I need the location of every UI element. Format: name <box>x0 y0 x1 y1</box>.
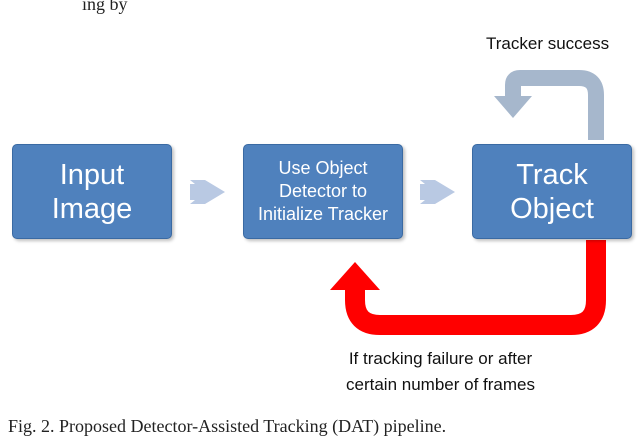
track-object-label: Track Object <box>510 158 594 225</box>
chevron-arrow-1 <box>190 180 225 204</box>
figure-caption: Fig. 2. Proposed Detector-Assisted Track… <box>8 416 447 436</box>
input-image-label: Input Image <box>51 158 133 225</box>
failure-note-line-2: certain number of frames <box>346 375 535 394</box>
tracker-success-note: Tracker success <box>486 34 610 53</box>
diagram-arrows <box>190 70 606 335</box>
track-object-box: Track Object <box>472 144 632 239</box>
tracking-failure-note: If tracking failure or after certain num… <box>346 346 535 398</box>
chevron-arrow-2 <box>420 180 455 204</box>
failure-note-line-1: If tracking failure or after <box>348 349 533 368</box>
top-caption-fragment: ing by <box>82 0 128 14</box>
success-loop-arrow <box>494 70 604 140</box>
failure-loop-arrow <box>330 240 606 335</box>
object-detector-box: Use Object Detector to Initialize Tracke… <box>243 144 403 239</box>
input-image-box: Input Image <box>12 144 172 239</box>
object-detector-label: Use Object Detector to Initialize Tracke… <box>257 158 389 224</box>
